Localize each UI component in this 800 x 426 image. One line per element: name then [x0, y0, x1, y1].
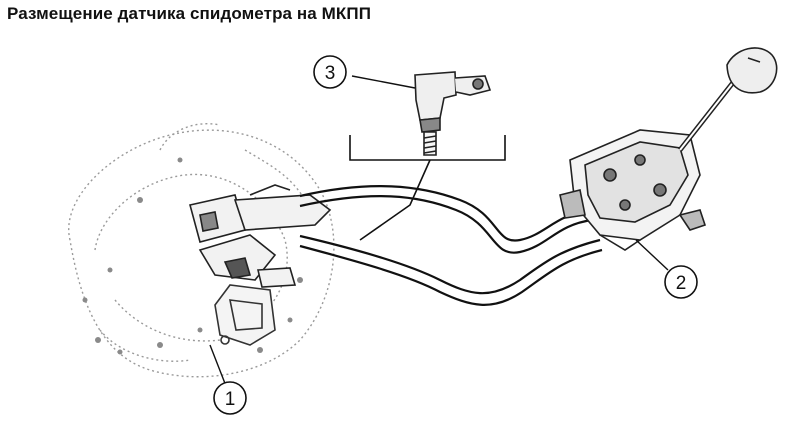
shift-linkage: [189, 184, 332, 288]
callout-1: 1: [209, 344, 247, 415]
housing-bolts: [82, 157, 303, 355]
gear-shifter: [559, 129, 707, 251]
callout-3-label: 3: [325, 63, 336, 84]
speedometer-sensor: [414, 71, 492, 156]
diagram-title: Размещение датчика спидометра на МКПП: [7, 4, 372, 23]
callout-1-label: 1: [225, 389, 236, 410]
callout-2: 2: [635, 239, 698, 299]
gearbox-housing: [68, 123, 335, 378]
callout-3: 3: [313, 55, 416, 89]
gear-lever: [678, 47, 778, 152]
detail-bracket: [349, 135, 506, 241]
callout-2-label: 2: [676, 273, 687, 294]
shift-cables: [299, 185, 603, 306]
speed-sensor-mount: [214, 284, 276, 346]
